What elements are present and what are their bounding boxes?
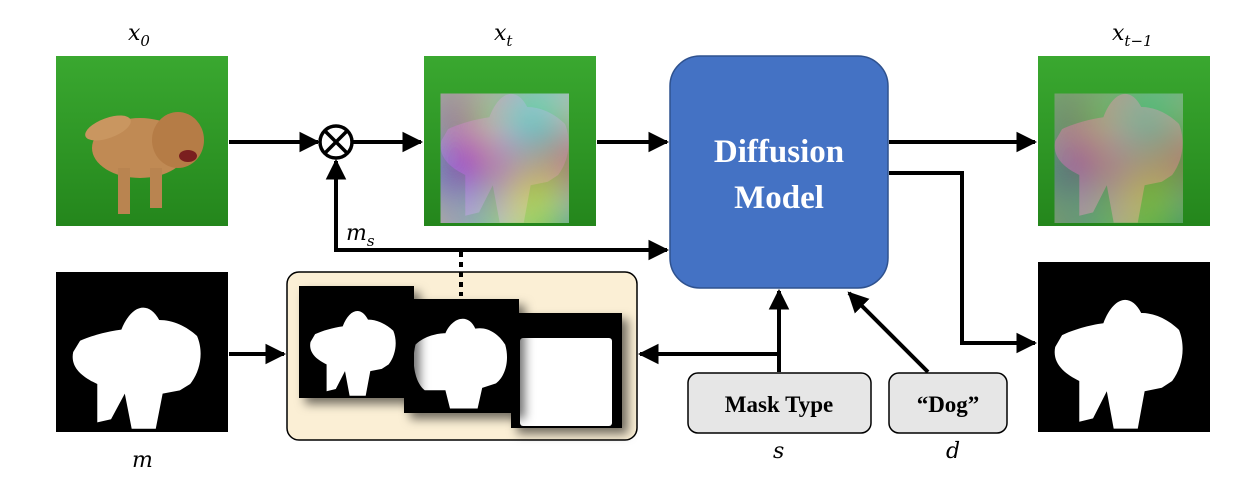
output-mask-image: [1038, 262, 1210, 432]
mask-variant-coarse: [404, 299, 519, 413]
arrow-model-to-output-mask: [889, 171, 1038, 354]
diffusion-model-block: Diffusion Model: [669, 55, 889, 289]
flow-arrows: [229, 131, 1038, 374]
mask-variant-box: [511, 313, 622, 428]
mask-type-box: Mask Type: [687, 372, 872, 434]
ms-label: ms: [346, 221, 375, 250]
d-label: d: [946, 439, 960, 464]
m-label: m: [132, 448, 153, 473]
model-title-line1: Diffusion: [714, 134, 844, 170]
mask-m-image: [56, 272, 228, 432]
multiply-operator: [318, 124, 354, 160]
text-prompt-label: “Dog”: [917, 392, 980, 417]
xt-image: [424, 56, 596, 226]
x0-label: x0: [128, 21, 150, 50]
dog-figure: [85, 112, 204, 214]
arrow-ms-to-multiply: [325, 158, 461, 252]
x0-image: [56, 56, 228, 226]
mask-variants-panel: [286, 271, 638, 441]
mask-type-label: Mask Type: [725, 392, 833, 417]
s-label: s: [773, 439, 784, 464]
mask-variant-fine: [299, 286, 414, 398]
xt-label: xt: [494, 21, 513, 50]
xt1-image: [1038, 56, 1210, 226]
text-prompt-box: “Dog”: [888, 372, 1008, 434]
xt1-label: xt−1: [1112, 21, 1153, 50]
arrow-prompt-to-model: [847, 291, 930, 374]
model-title-line2: Model: [734, 180, 824, 216]
